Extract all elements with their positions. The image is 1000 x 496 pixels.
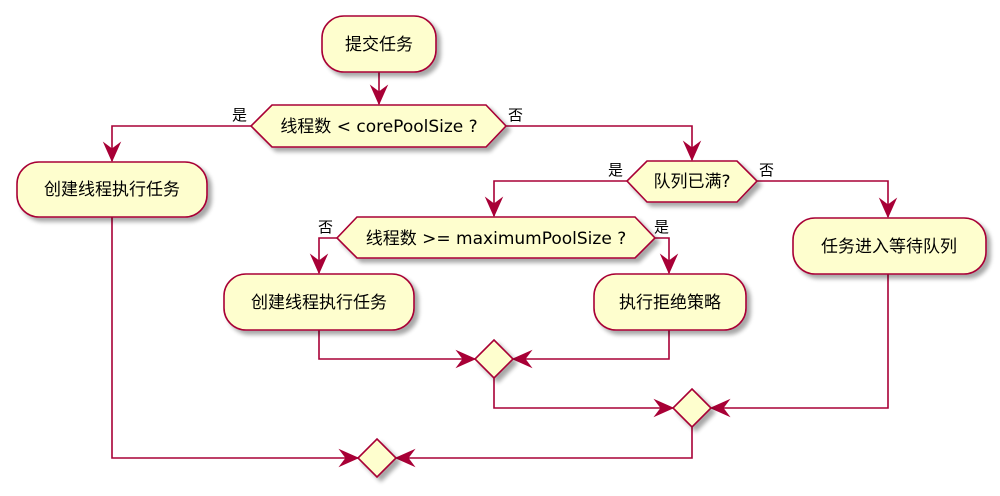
edge-merge2-to-merge3 [396,427,693,459]
node-create-thread-2-label: 创建线程执行任务 [251,293,387,313]
node-reject-policy [593,273,747,331]
node-reject-policy-label: 执行拒绝策略 [619,293,721,313]
edge-create1-to-merge3 [111,217,358,459]
merge-diamond-2 [671,387,713,429]
decision-core-pool [249,104,508,148]
edge-create2-to-merge1 [318,330,475,360]
arrowhead-right-icon [653,398,675,418]
branch-label-core-yes: 是 [232,106,247,124]
node-create-thread-1-label: 创建线程执行任务 [44,180,180,200]
edge-enqueue-to-merge2 [711,274,889,409]
branch-label-max-no: 否 [318,218,333,236]
node-create-thread-2 [223,273,415,331]
branch-label-queue-no: 否 [759,161,774,179]
decision-max-pool [335,216,657,259]
node-enqueue-task-label: 任务进入等待队列 [821,237,957,257]
arrowhead-left-icon [394,448,416,468]
edge-core-no [506,125,693,160]
edge-core-yes [111,125,251,161]
branch-label-queue-yes: 是 [608,161,623,179]
decision-core-pool-label: 线程数 < corePoolSize ? [280,117,477,137]
arrowhead-down-icon [102,141,122,163]
arrowhead-right-icon [455,349,477,369]
merge-diamond-3 [356,437,398,479]
arrowhead-left-icon [709,398,731,418]
node-submit-task [321,15,437,73]
arrowhead-right-icon [338,448,360,468]
arrowhead-down-icon [309,253,329,275]
decision-queue-full [625,160,759,203]
decision-max-pool-label: 线程数 >= maximumPoolSize ? [366,229,626,249]
branch-label-max-yes: 是 [654,218,669,236]
edge-reject-to-merge1 [513,330,670,360]
edge-merge1-to-merge2 [493,378,673,409]
node-create-thread-1 [16,161,208,218]
arrowhead-down-icon [369,84,389,106]
edge-queue-yes [493,180,627,216]
connectors [111,72,889,459]
arrowhead-left-icon [511,349,533,369]
merge-diamond-1 [473,338,515,380]
arrowheads [102,84,898,468]
node-submit-task-label: 提交任务 [345,35,413,55]
decision-queue-full-label: 队列已满? [653,172,730,192]
arrowhead-down-icon [682,140,702,162]
edge-queue-no [757,180,889,217]
branch-label-core-no: 否 [508,106,523,124]
arrowhead-down-icon [484,196,504,218]
arrowhead-down-icon [878,197,898,219]
node-enqueue-task [792,217,987,275]
arrowhead-down-icon [659,253,679,275]
